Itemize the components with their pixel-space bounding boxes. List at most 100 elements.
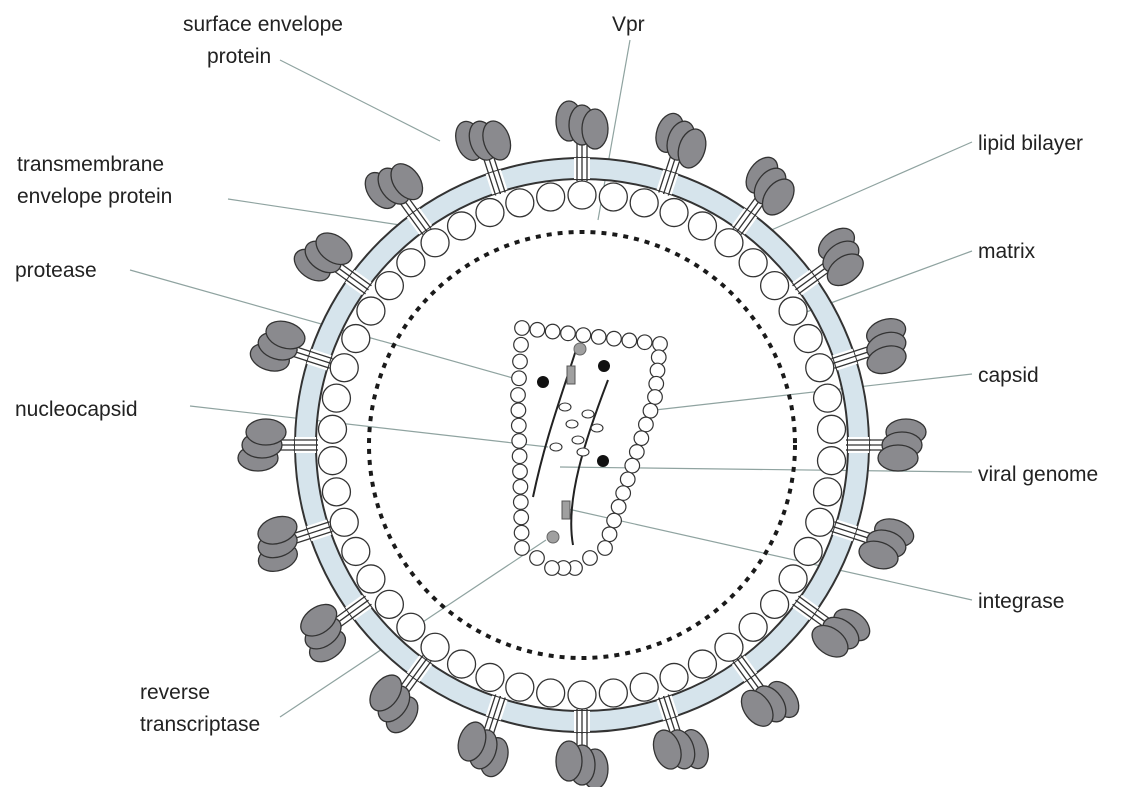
matrix-protein (715, 633, 743, 661)
capsid-protein (514, 525, 529, 540)
transmembrane-protein (846, 437, 871, 453)
capsid-protein (545, 324, 560, 339)
lipid-bilayer-ring (293, 156, 871, 734)
nucleocapsid-protein (572, 436, 584, 444)
capsid-protein (545, 561, 560, 576)
matrix-protein (476, 663, 504, 691)
matrix-protein (818, 415, 846, 443)
capsid-protein (598, 541, 613, 556)
capsid-protein (649, 376, 664, 391)
matrix-protein (357, 297, 385, 325)
matrix-protein (715, 229, 743, 257)
protease-dot (597, 455, 609, 467)
capsid-protein (512, 418, 527, 433)
capsid-protein (511, 388, 526, 403)
capsid-protein (515, 541, 530, 556)
protease-dot (537, 376, 549, 388)
matrix-protein (660, 663, 688, 691)
matrix-protein (322, 478, 350, 506)
capsid-protein (514, 495, 529, 510)
label-viral-genome: viral genome (978, 462, 1098, 488)
matrix-protein (814, 478, 842, 506)
matrix-protein (421, 633, 449, 661)
leader-integrase (568, 509, 972, 600)
capsid-core (511, 321, 668, 576)
capsid-protein (607, 331, 622, 346)
matrix-protein (818, 447, 846, 475)
nucleocapsid-protein (577, 448, 589, 456)
matrix-protein (342, 325, 370, 353)
matrix-protein (537, 679, 565, 707)
capsid-protein (513, 354, 528, 369)
transmembrane-protein (574, 156, 590, 181)
capsid-protein (576, 328, 591, 343)
matrix-protein (761, 590, 789, 618)
capsid-protein (616, 486, 631, 501)
capsid-protein (607, 513, 622, 528)
label-reverse-transcriptase-line1: reverse (140, 680, 260, 706)
label-transmembrane-line1: transmembrane (17, 152, 172, 178)
integrase-block (567, 366, 575, 384)
matrix-protein (397, 249, 425, 277)
gp120-lobe (878, 445, 918, 471)
reverse-transcriptase-dot (547, 531, 559, 543)
matrix-protein (739, 249, 767, 277)
matrix-protein (375, 590, 403, 618)
label-reverse-transcriptase-line2: transcriptase (140, 712, 260, 738)
capsid-protein (634, 431, 649, 446)
capsid-protein (530, 551, 545, 566)
matrix-protein (599, 679, 627, 707)
nucleocapsid-protein (591, 424, 603, 432)
matrix-protein (357, 565, 385, 593)
label-protease: protease (15, 258, 97, 284)
capsid-protein (602, 527, 617, 542)
capsid-protein (650, 363, 665, 378)
capsid-protein (653, 337, 668, 352)
matrix-protein (448, 650, 476, 678)
matrix-protein (630, 673, 658, 701)
nucleocapsid-protein (559, 403, 571, 411)
integrase-block (562, 501, 570, 519)
matrix-protein (794, 537, 822, 565)
matrix-protein (688, 212, 716, 240)
matrix-protein (375, 272, 403, 300)
transmembrane-protein (293, 437, 318, 453)
matrix-protein (688, 650, 716, 678)
matrix-protein (476, 199, 504, 227)
label-lipid-bilayer: lipid bilayer (978, 131, 1083, 157)
label-surface-envelope-protein: surface envelope protein (183, 12, 343, 70)
matrix-protein (342, 537, 370, 565)
label-transmembrane-envelope-protein: transmembrane envelope protein (17, 152, 172, 210)
capsid-protein (514, 510, 529, 525)
label-surface-envelope-protein-line2: protein (183, 44, 343, 70)
label-integrase: integrase (978, 589, 1064, 615)
capsid-protein (639, 417, 654, 432)
matrix-protein (330, 508, 358, 536)
inner-dotted-boundary (369, 232, 795, 658)
capsid-protein (513, 480, 528, 495)
capsid-protein (512, 434, 527, 449)
matrix-protein (806, 508, 834, 536)
matrix-protein (794, 325, 822, 353)
matrix-protein (630, 189, 658, 217)
nucleocapsid-protein (550, 443, 562, 451)
capsid-protein (620, 472, 635, 487)
matrix-protein (318, 415, 346, 443)
label-reverse-transcriptase: reverse transcriptase (140, 680, 260, 738)
capsid-protein (651, 350, 666, 365)
protease-dot (598, 360, 610, 372)
capsid-protein (625, 458, 640, 473)
matrix-layer (318, 181, 845, 709)
capsid-protein (515, 321, 530, 336)
matrix-protein (397, 613, 425, 641)
matrix-protein (330, 354, 358, 382)
capsid-protein (648, 390, 663, 405)
matrix-protein (568, 181, 596, 209)
matrix-protein (322, 384, 350, 412)
label-vpr: Vpr (612, 12, 645, 38)
matrix-protein (506, 673, 534, 701)
capsid-protein (637, 335, 652, 350)
capsid-protein (530, 322, 545, 337)
